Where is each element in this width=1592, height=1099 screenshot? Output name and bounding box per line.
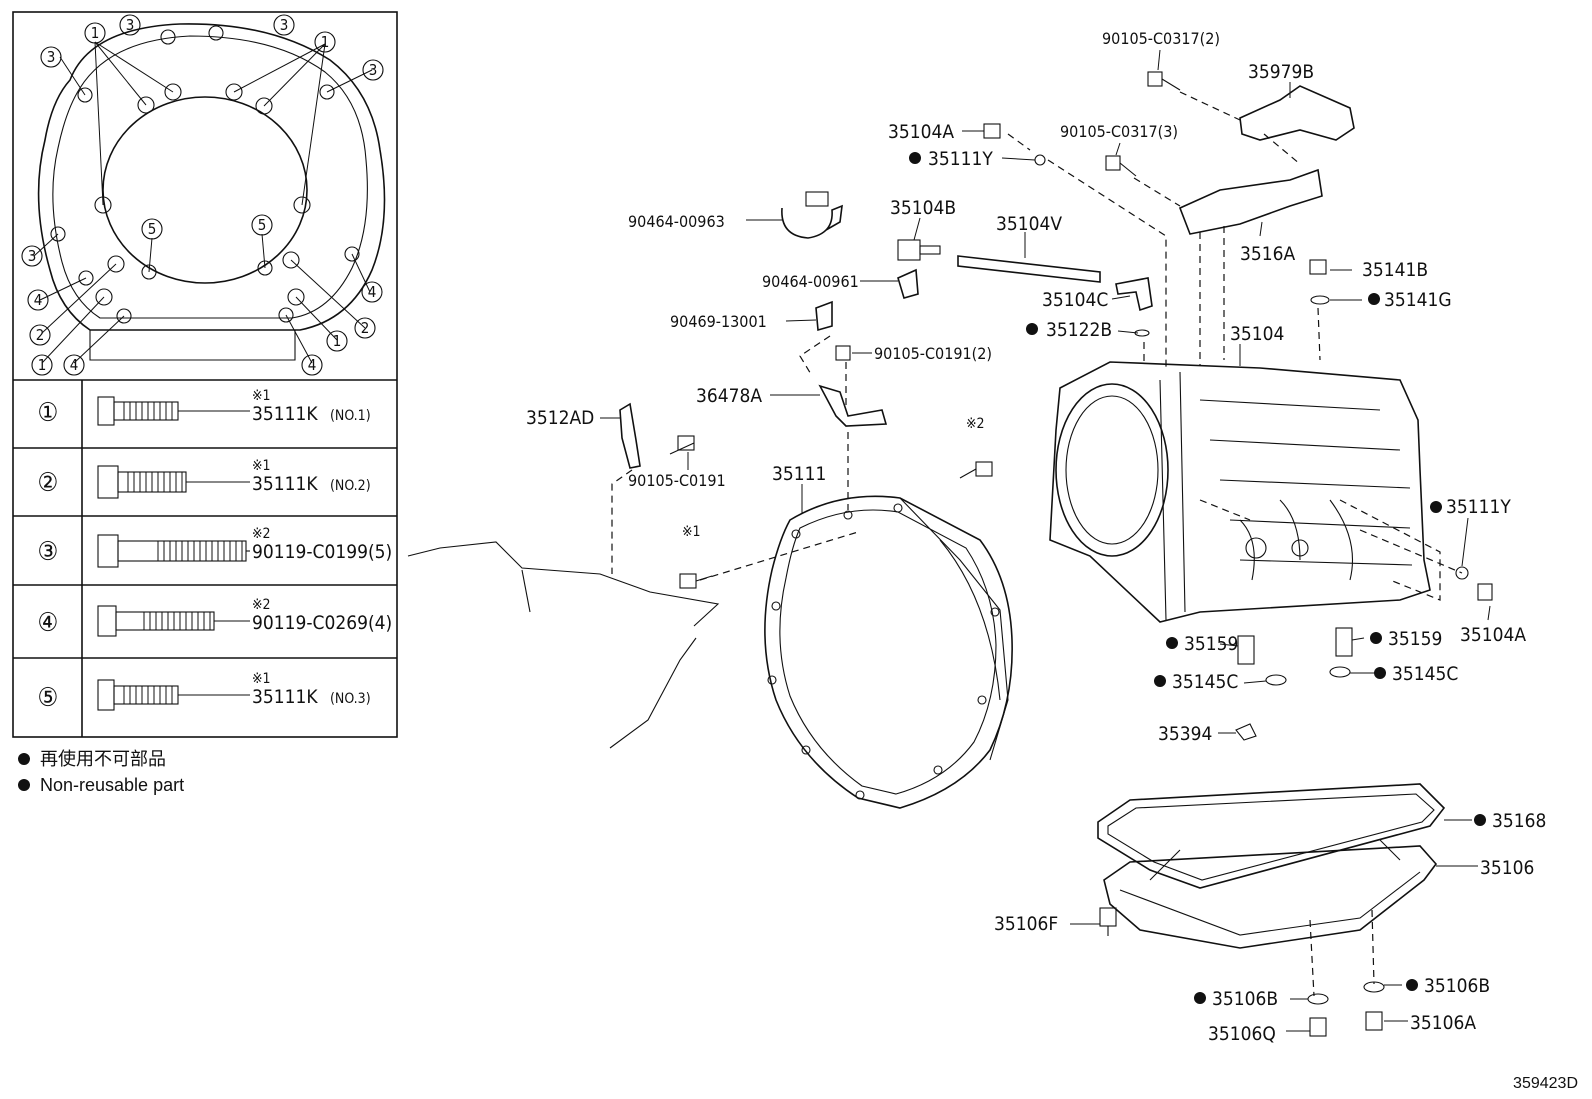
bolt-table-note: ※1 — [252, 671, 271, 687]
bolt-table-part: 90119-C0269(4) — [252, 612, 392, 634]
inset-callout-3: 3 — [369, 61, 378, 79]
bolt-table-suffix: (NO.1) — [330, 408, 371, 424]
legend-en: Non-reusable part — [40, 775, 184, 795]
inset-callout-3: 3 — [126, 16, 135, 34]
label-35145C: 35145C — [1172, 671, 1238, 693]
transmission-case-35104 — [1049, 361, 1431, 623]
label-90105-C0191-2: 90105-C0191(2) — [874, 344, 992, 363]
label-35104A: 35104A — [888, 121, 954, 143]
bolt-table-suffix: (NO.3) — [330, 691, 371, 707]
label-90105-C0317-3: 90105-C0317(3) — [1060, 122, 1178, 141]
label-35141B: 35141B — [1362, 259, 1428, 281]
inset-callout-1: 1 — [91, 24, 100, 42]
label-90105-C0191: 90105-C0191 — [628, 471, 726, 490]
bolt-table-index: ④ — [38, 608, 59, 638]
note-marker-1: ※1 — [682, 524, 701, 540]
label-35106B: 35106B — [1424, 975, 1490, 997]
bolt-table-index: ① — [38, 398, 59, 428]
label-35111Y: 35111Y — [928, 148, 993, 170]
bolt-table-part: 90119-C0199(5) — [252, 541, 392, 563]
label-35159: 35159 — [1184, 633, 1238, 655]
non-reusable-markers — [909, 152, 1486, 1004]
label-35106B: 35106B — [1212, 988, 1278, 1010]
engine-outline — [407, 541, 720, 749]
label-35111: 35111 — [772, 463, 826, 485]
inset-callout-4: 4 — [70, 356, 79, 374]
inset-callout-2: 2 — [36, 326, 45, 344]
non-reusable-dot-icon — [18, 779, 30, 791]
bolt-table-part: 35111K — [252, 686, 318, 708]
label-35979B: 35979B — [1248, 61, 1314, 83]
bolt-table-part: 35111K — [252, 473, 318, 495]
assembly-lines — [611, 91, 1463, 997]
label-3512AD: 3512AD — [526, 407, 594, 429]
label-35106F: 35106F — [994, 913, 1058, 935]
label-35104B: 35104B — [890, 197, 956, 219]
label-35168: 35168 — [1492, 810, 1546, 832]
bolt-table-note: ※1 — [252, 458, 271, 474]
bolt-table: ① ② ③ ④ ⑤ ※1 35111K (NO.1) ※1 35111K (NO… — [13, 380, 397, 737]
label-35159: 35159 — [1388, 628, 1442, 650]
label-35141G: 35141G — [1384, 289, 1452, 311]
label-35106A: 35106A — [1410, 1012, 1476, 1034]
label-35111Y: 35111Y — [1446, 496, 1511, 518]
bolt-table-index: ⑤ — [38, 683, 59, 713]
note-marker-2: ※2 — [966, 416, 985, 432]
converter-housing-35111 — [764, 495, 1013, 809]
inset-callout-1: 1 — [38, 356, 47, 374]
bolt-table-suffix: (NO.2) — [330, 478, 371, 494]
inset-callout-1: 1 — [321, 33, 330, 51]
legend: 再使用不可部品 Non-reusable part — [18, 749, 184, 795]
inset-callout-3: 3 — [28, 247, 37, 265]
inset-callout-1: 1 — [333, 332, 342, 350]
inset-callout-4: 4 — [368, 283, 377, 301]
inset-callout-3: 3 — [280, 16, 289, 34]
leader-lines — [600, 49, 1491, 1032]
bolt-table-index: ③ — [38, 537, 59, 567]
label-90464-00963: 90464-00963 — [628, 212, 725, 231]
inset-callout-4: 4 — [34, 291, 43, 309]
bolt-layout-inset: 1 1 3 3 3 3 5 5 3 4 4 2 2 1 1 4 4 — [12, 11, 398, 738]
label-90105-C0317-2: 90105-C0317(2) — [1102, 29, 1220, 48]
inset-callout-5: 5 — [148, 220, 157, 238]
label-35394: 35394 — [1158, 723, 1212, 745]
label-35104A: 35104A — [1460, 624, 1526, 646]
bolt-table-note: ※2 — [252, 526, 271, 542]
inset-callout-2: 2 — [361, 319, 370, 337]
label-35122B: 35122B — [1046, 319, 1112, 341]
figure-id: 359423D — [1513, 1075, 1578, 1092]
legend-jp: 再使用不可部品 — [40, 749, 166, 769]
bolt-table-part: 35111K — [252, 403, 318, 425]
bolt-table-index: ② — [38, 468, 59, 498]
label-35104V: 35104V — [996, 213, 1062, 235]
non-reusable-dot-icon — [18, 753, 30, 765]
label-36478A: 36478A — [696, 385, 762, 407]
bolt-table-note: ※2 — [252, 597, 271, 613]
label-35104C: 35104C — [1042, 289, 1108, 311]
label-35104: 35104 — [1230, 323, 1284, 345]
label-35106: 35106 — [1480, 857, 1534, 879]
inset-callout-4: 4 — [308, 356, 317, 374]
part-labels: 90105-C0317(2) 35979B 35104A 90105-C0317… — [526, 29, 1546, 1045]
bolt-table-note: ※1 — [252, 388, 271, 404]
label-90464-00961: 90464-00961 — [762, 272, 859, 291]
inset-callout-5: 5 — [258, 216, 267, 234]
label-35106Q: 35106Q — [1208, 1023, 1276, 1045]
label-90469-13001: 90469-13001 — [670, 312, 767, 331]
inset-callout-3: 3 — [47, 48, 56, 66]
label-35145C: 35145C — [1392, 663, 1458, 685]
label-3516A: 3516A — [1240, 243, 1295, 265]
oil-pan-assembly — [1097, 783, 1446, 949]
